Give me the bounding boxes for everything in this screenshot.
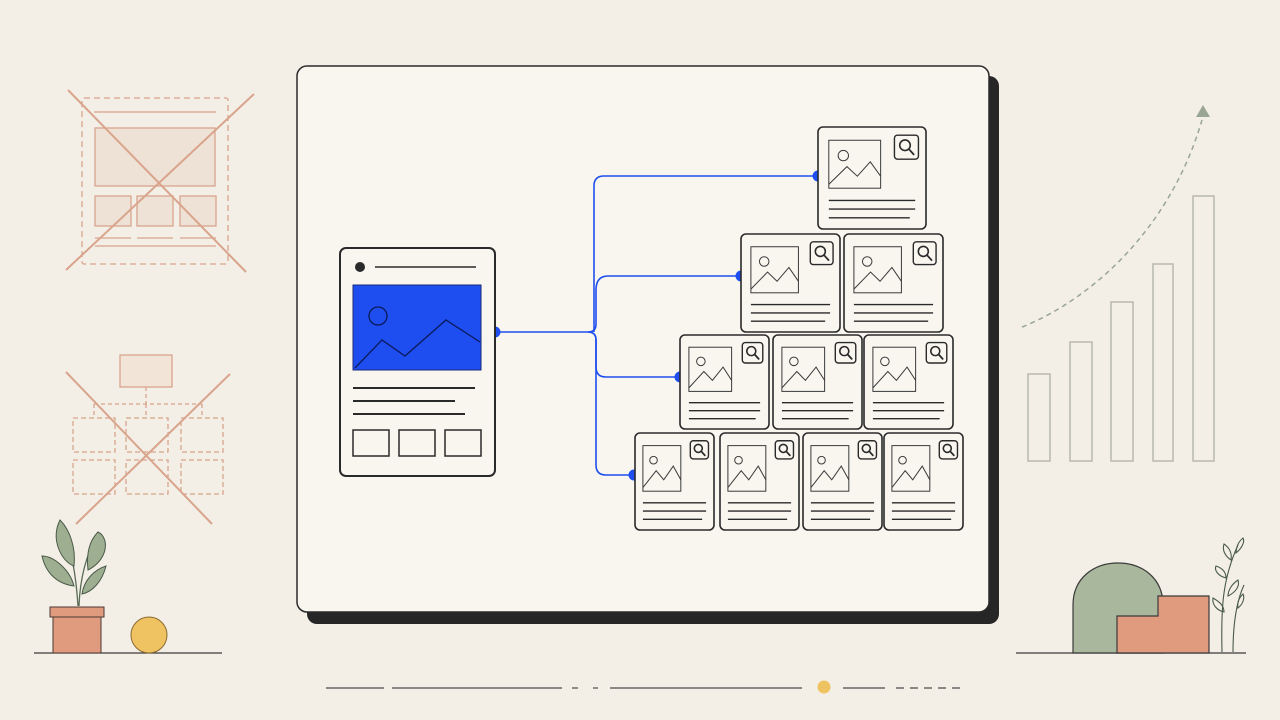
rising-bar-chart-icon <box>1021 105 1215 462</box>
decorative-shapes <box>1016 537 1246 654</box>
hero-image-block <box>352 284 482 371</box>
magnifier-icon <box>938 440 959 460</box>
generated-page-card <box>863 334 954 430</box>
generated-page-card <box>772 334 863 430</box>
potted-plant-icon <box>34 519 222 654</box>
crossed-out-layout-icon <box>65 89 255 273</box>
magnifier-icon <box>809 241 834 266</box>
magnifier-icon <box>774 440 795 460</box>
generated-page-card <box>719 432 800 531</box>
connector-line <box>587 331 634 476</box>
image-placeholder-icon <box>750 246 799 294</box>
magnifier-icon <box>689 440 710 460</box>
image-placeholder-icon <box>642 445 682 492</box>
magnifier-icon <box>741 341 764 364</box>
source-page-card <box>339 247 496 477</box>
magnifier-icon <box>912 241 937 266</box>
magnifier-icon <box>857 440 878 460</box>
generated-pages-grid <box>634 126 964 531</box>
yellow-ball <box>130 616 168 654</box>
generated-page-card <box>843 233 944 333</box>
image-placeholder-icon <box>853 246 902 294</box>
magnifier-icon <box>893 134 920 160</box>
image-placeholder-icon <box>727 445 767 492</box>
connector-line <box>593 175 818 332</box>
generated-page-card <box>740 233 841 333</box>
image-placeholder-icon <box>688 346 733 392</box>
generated-page-card <box>883 432 964 531</box>
generated-page-card <box>679 334 770 430</box>
crossed-out-tree-icon <box>65 354 231 525</box>
image-placeholder-icon <box>781 346 826 392</box>
image-placeholder-icon <box>872 346 917 392</box>
generated-page-card <box>817 126 927 230</box>
browser-dot-icon <box>355 262 365 272</box>
timeline-marker <box>817 680 831 694</box>
generated-page-card <box>634 432 715 531</box>
magnifier-icon <box>925 341 948 364</box>
image-placeholder-icon <box>891 445 931 492</box>
magnifier-icon <box>834 341 857 364</box>
generated-page-card <box>802 432 883 531</box>
image-placeholder-icon <box>828 139 882 189</box>
image-placeholder-icon <box>810 445 850 492</box>
